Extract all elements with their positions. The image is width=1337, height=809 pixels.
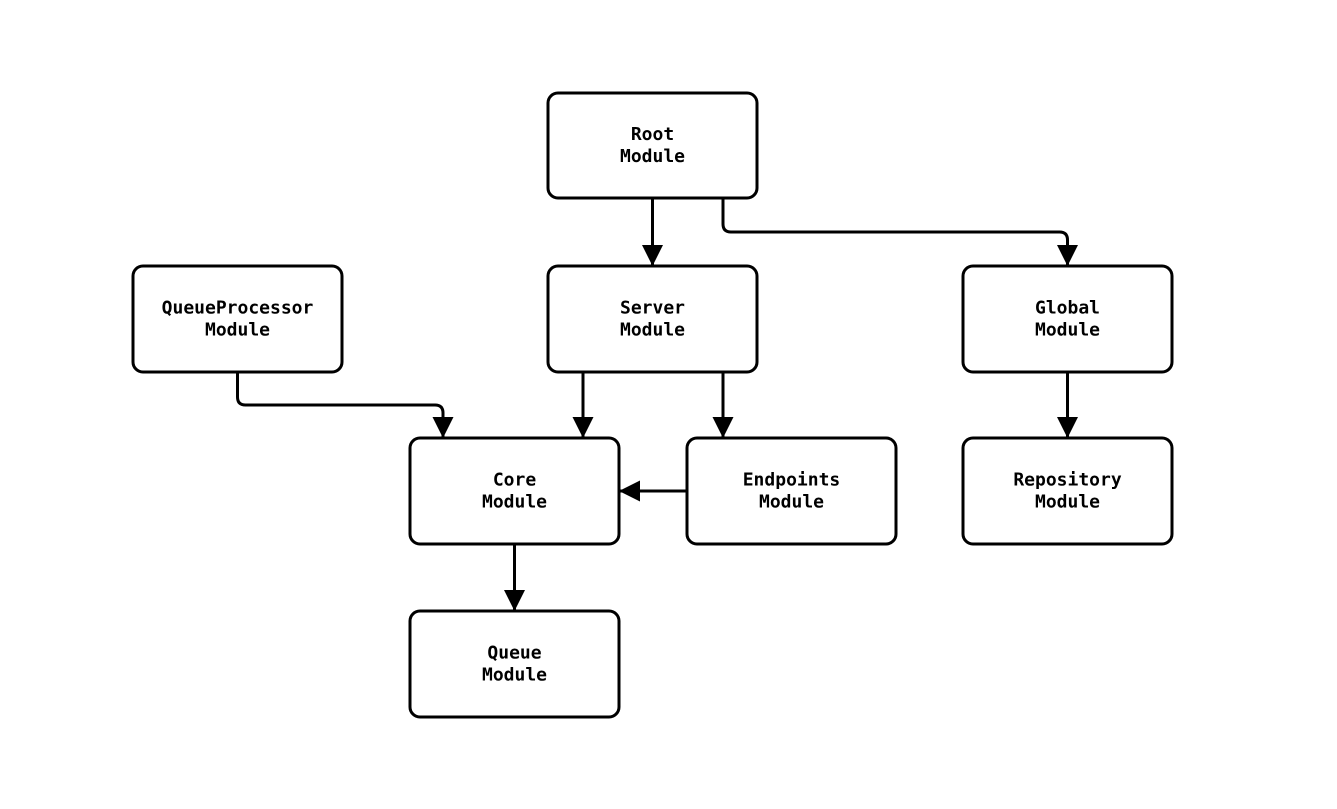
node-global-box [961,264,1174,374]
node-endpoints-box [685,436,898,546]
node-root-box [546,91,759,200]
node-core-box [408,436,621,546]
node-queue-box [408,609,621,719]
node-repository-box [961,436,1174,546]
edge-root-to-global [721,198,1078,266]
node-queueprocessor-box [131,264,344,374]
node-server-box [546,264,759,374]
edge-queueprocessor-to-core [236,372,454,438]
